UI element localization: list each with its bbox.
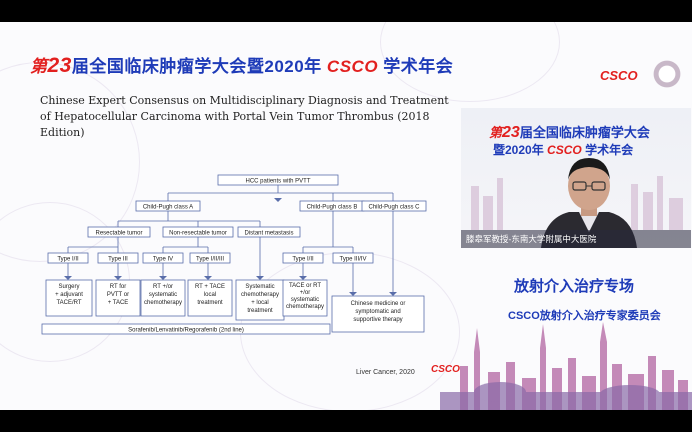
- csco-logo: CSCO: [600, 56, 686, 96]
- skyline-csco-logo: CSCO: [431, 364, 460, 375]
- video-banner-csco: CSCO: [547, 143, 582, 157]
- node-type-iii-iv-b: Type III/IV: [339, 257, 366, 263]
- node-tace-rt-systemic-line: systematic: [291, 297, 319, 303]
- banner-number: 23: [47, 54, 72, 77]
- speaker-caption: 滕皋军教授-东南大学附属中大医院: [461, 230, 691, 248]
- conference-banner: 第23届全国临床肿瘤学大会暨2020年 CSCO 学术年会: [30, 52, 453, 78]
- node-rt-pvtt-line: + TACE: [108, 300, 129, 306]
- presentation-slide: 第23届全国临床肿瘤学大会暨2020年 CSCO 学术年会 CSCO Chine…: [0, 22, 692, 410]
- node-systematic-local-line: + local: [251, 300, 269, 306]
- node-class-c: Child-Pugh class C: [368, 205, 420, 211]
- banner-middle: 届全国临床肿瘤学大会暨2020年: [71, 57, 322, 76]
- node-type-iii-a: Type III: [108, 257, 128, 263]
- node-type-i-ii-b: Type I/II: [292, 257, 314, 263]
- video-banner-line1: 第23届全国临床肿瘤学大会: [489, 122, 650, 142]
- node-surgery-line: Surgery: [58, 284, 79, 290]
- csco-emblem-icon: [648, 56, 686, 96]
- node-systematic-local-line: Systematic: [245, 284, 274, 290]
- logo-text: CSCO: [600, 68, 638, 83]
- video-banner-number: 23: [502, 124, 520, 141]
- treatment-flowchart: HCC patients with PVTT Child-Pugh class …: [41, 174, 427, 335]
- node-rt-pvtt-line: PVTT or: [107, 292, 129, 298]
- video-banner-text: 届全国临床肿瘤学大会: [519, 125, 650, 140]
- node-non-resectable: Non-resectable tumor: [169, 231, 227, 237]
- node-chinese-medicine-line: symptomatic and: [355, 309, 400, 315]
- node-chinese-medicine-line: supportive therapy: [353, 317, 402, 323]
- node-type-iv-a: Type IV: [153, 257, 173, 263]
- node-rt-tace-local-line: local: [204, 292, 216, 298]
- node-rt-systemic-line: chemotherapy: [144, 300, 182, 306]
- node-tace-rt-systemic-line: TACE or RT: [289, 283, 321, 289]
- node-chinese-medicine-line: Chinese medicine or: [351, 301, 406, 307]
- node-type-i-iii-a: Type I/II/III: [196, 257, 224, 263]
- paper-title: Chinese Expert Consensus on Multidiscipl…: [40, 94, 449, 139]
- node-distant-metastasis: Distant metastasis: [244, 231, 293, 237]
- node-tace-rt-systemic-line: chemotherapy: [286, 304, 324, 310]
- node-rt-systemic-line: systematic: [149, 292, 177, 298]
- node-type-i-ii-a: Type I/II: [57, 257, 79, 263]
- node-surgery-line: + adjuvant: [55, 292, 83, 298]
- window-top-bar: [0, 0, 692, 22]
- node-systematic-local-line: chemotherapy: [241, 292, 279, 298]
- node-class-a: Child-Pugh class A: [143, 205, 193, 211]
- video-banner-year: 暨2020年: [493, 143, 544, 157]
- banner-suffix: 学术年会: [383, 57, 454, 76]
- node-rt-tace-local-line: RT + TACE: [195, 284, 225, 290]
- session-subtitle: CSCO放射介入治疗专家委员会: [508, 310, 661, 322]
- speaker-video: 第23届全国临床肿瘤学大会 暨2020年 CSCO 学术年会 滕: [461, 108, 691, 248]
- node-rt-pvtt-line: RT for: [110, 284, 126, 290]
- node-resectable: Resectable tumor: [95, 231, 142, 237]
- citation: Liver Cancer, 2020: [356, 369, 415, 376]
- banner-csco: CSCO: [326, 57, 379, 76]
- node-rt-systemic-line: RT +/or: [153, 284, 173, 290]
- banner-prefix: 第: [30, 57, 48, 76]
- video-banner-suffix: 学术年会: [585, 143, 634, 157]
- node-tace-rt-systemic-line: +/or: [300, 290, 311, 296]
- node-surgery-line: TACE/RT: [56, 300, 81, 306]
- node-rt-tace-local-line: treatment: [197, 300, 223, 306]
- video-banner-prefix: 第: [489, 125, 503, 140]
- node-class-b: Child-Pugh class B: [307, 205, 358, 211]
- city-skyline-illustration: [440, 322, 692, 410]
- session-title: 放射介入治疗专场: [514, 278, 635, 295]
- node-second-line: Sorafenib/Lenvatinib/Regorafenib (2nd li…: [128, 328, 244, 334]
- node-systematic-local-line: treatment: [247, 308, 273, 314]
- window-bottom-bar: [0, 410, 692, 432]
- node-root: HCC patients with PVTT: [245, 179, 310, 185]
- video-banner-line2: 暨2020年 CSCO 学术年会: [493, 141, 633, 158]
- speaker-figure: [471, 158, 683, 248]
